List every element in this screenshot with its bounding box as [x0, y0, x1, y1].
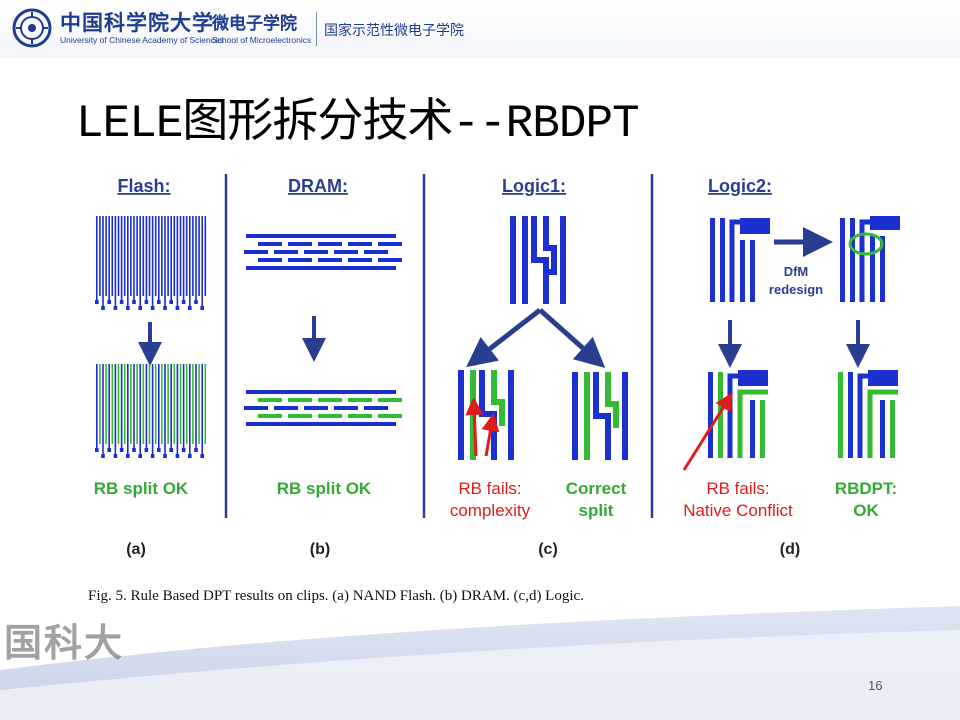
- footer-wave-decoration: [0, 606, 960, 720]
- logic1-correct-layout: [572, 372, 628, 460]
- figure-svg: Flash: RB split OK (a) DRAM: RB split OK…: [94, 174, 900, 558]
- panel-d-result-left-2: Native Conflict: [683, 501, 793, 520]
- figure-caption: Fig. 5. Rule Based DPT results on clips.…: [88, 588, 584, 604]
- panel-b-title: DRAM:: [288, 176, 348, 196]
- panel-c-label: (c): [538, 541, 558, 558]
- flash-layout-original: [95, 216, 207, 310]
- slide-title: LELE图形拆分技术--RBDPT: [76, 98, 640, 150]
- panel-d-result-right-2: OK: [853, 501, 879, 520]
- dfm-label-2: redesign: [769, 282, 823, 297]
- school-name-cn: 微电子学院: [212, 14, 297, 33]
- panel-c-result-right-2: split: [579, 501, 614, 520]
- arrow-right: [538, 308, 606, 368]
- university-logo-icon: [12, 8, 52, 48]
- logic2-layout-original: [710, 218, 770, 302]
- dfm-label-1: DfM: [784, 264, 809, 279]
- panel-c-result-left-2: complexity: [450, 501, 531, 520]
- header-banner: 中国科学院大学 University of Chinese Academy of…: [0, 0, 960, 58]
- logic1-rb-fail-layout: [458, 370, 514, 460]
- panel-c-result-right-1: Correct: [566, 479, 627, 498]
- page-number: 16: [868, 678, 883, 693]
- panel-a-title: Flash:: [117, 176, 170, 196]
- university-name-en: University of Chinese Academy of Science…: [60, 35, 224, 45]
- panel-c-title: Logic1:: [502, 176, 566, 196]
- panel-a-label: (a): [126, 541, 146, 558]
- panel-d-title: Logic2:: [708, 176, 772, 196]
- panel-d-result-right-1: RBDPT:: [835, 479, 897, 498]
- logic1-layout-original: [510, 216, 566, 304]
- panel-b-result: RB split OK: [277, 479, 372, 498]
- panel-d-label: (d): [780, 541, 800, 558]
- logic2-rbdpt-layout: [838, 370, 898, 458]
- panel-c-result-left-1: RB fails:: [458, 479, 521, 498]
- panel-a-result: RB split OK: [94, 479, 189, 498]
- watermark-logo: 国科大: [4, 620, 125, 665]
- logic2-rb-fail-layout: [682, 370, 768, 471]
- arrow-left: [466, 308, 542, 368]
- university-name-cn: 中国科学院大学: [60, 10, 214, 35]
- figure-rbdpt: Flash: RB split OK (a) DRAM: RB split OK…: [78, 160, 924, 612]
- dram-layout-original: [244, 234, 402, 270]
- header-divider: [316, 12, 317, 46]
- school-name-en: School of Microelectronics: [212, 35, 312, 45]
- logic2-layout-redesigned: [840, 216, 900, 302]
- demo-school-label: 国家示范性微电子学院: [324, 22, 464, 38]
- panel-b-label: (b): [310, 541, 330, 558]
- panel-d-result-left-1: RB fails:: [706, 479, 769, 498]
- flash-layout-split: [95, 364, 207, 458]
- dram-layout-split: [244, 390, 402, 426]
